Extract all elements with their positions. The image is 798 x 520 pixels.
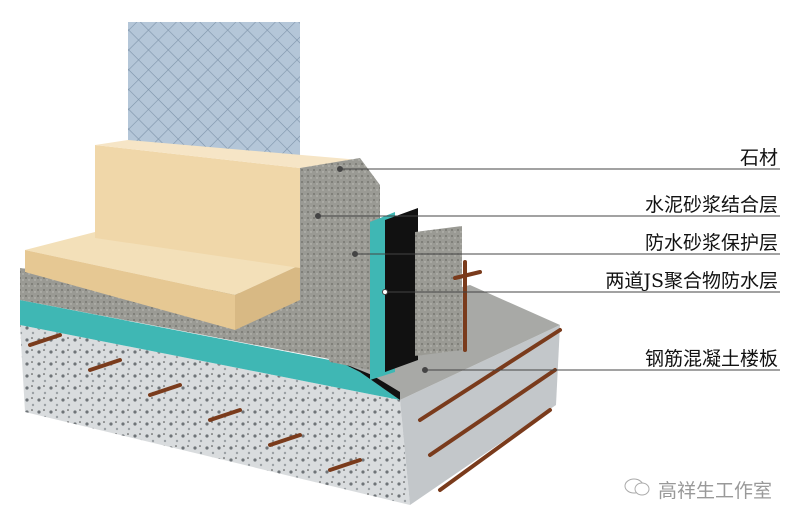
label-stone: 石材 — [739, 147, 778, 169]
watermark: 高祥生工作室 — [624, 476, 772, 503]
mortar-vertical — [300, 158, 380, 372]
label-cement-mortar-bond-layer: 水泥砂浆结合层 — [644, 194, 778, 216]
label-js-polymer-waterproof-layer: 两道JS聚合物防水层 — [605, 270, 778, 292]
stone-skirting-top — [95, 140, 360, 168]
watermark-text: 高祥生工作室 — [658, 480, 773, 502]
stone-floor-side — [235, 265, 300, 330]
stone-floor-front — [25, 250, 235, 330]
tile-wall — [128, 22, 300, 165]
label-reinforced-concrete-slab: 钢筋混凝土楼板 — [644, 348, 778, 370]
leader-lines — [315, 166, 780, 373]
stone-skirting-front — [95, 145, 300, 268]
rebar-group — [28, 260, 562, 492]
stone-floor-top — [25, 232, 300, 295]
concrete-slab-front — [20, 325, 410, 505]
teal-waterproof-horizontal — [20, 300, 400, 400]
wechat-icon — [624, 477, 652, 502]
concrete-curb — [415, 226, 462, 356]
black-waterproof-vertical — [385, 208, 418, 372]
label-waterproof-mortar-protection-layer: 防水砂浆保护层 — [644, 232, 778, 254]
